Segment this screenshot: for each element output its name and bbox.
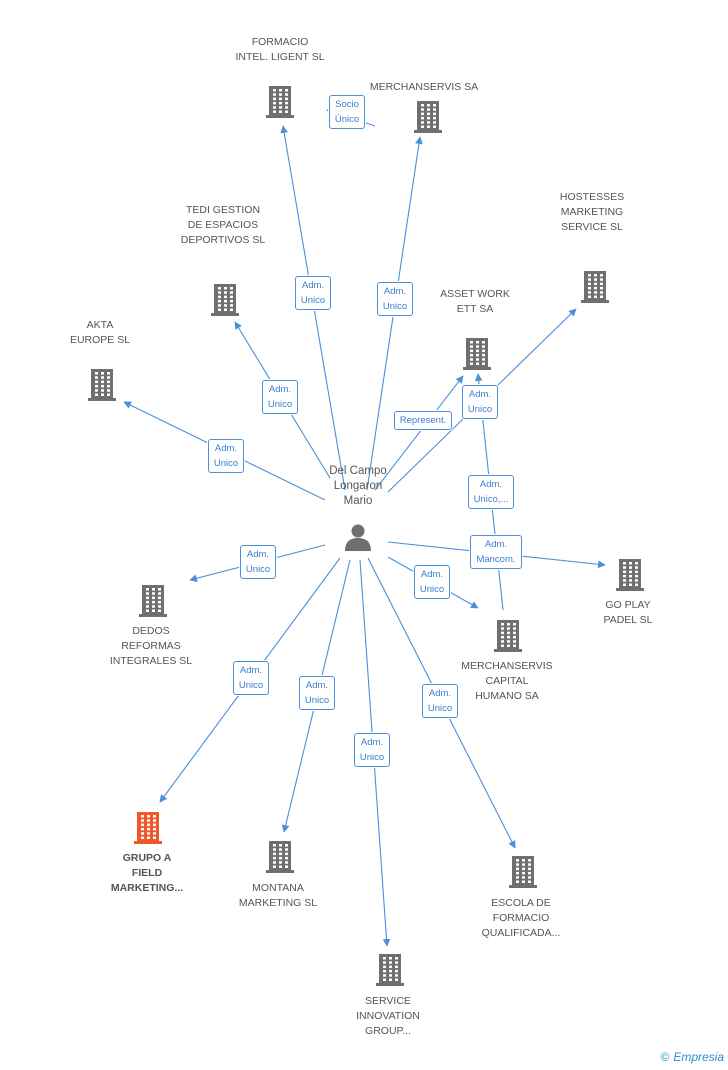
edge-label-asset[interactable]: Adm. Unico,...: [467, 475, 515, 509]
edge-label-goplay[interactable]: Adm. Mancom.: [470, 535, 522, 569]
edge-label-merchanservis[interactable]: Adm. Unico: [376, 282, 414, 316]
building-icon[interactable]: [210, 283, 240, 317]
node-label-asset[interactable]: ASSET WORK ETT SA: [440, 288, 510, 315]
building-icon[interactable]: [580, 270, 610, 304]
edge-label-escola[interactable]: Adm. Unico: [421, 684, 459, 718]
building-icon[interactable]: [493, 619, 523, 653]
edge-label-formacio[interactable]: Socio Único: [328, 95, 366, 129]
edge-label-asset[interactable]: Represent.: [393, 410, 453, 430]
node-label-grupo[interactable]: GRUPO A FIELD MARKETING...: [110, 852, 184, 894]
edge-label-montana[interactable]: Adm. Unico: [298, 676, 336, 710]
node-label-formacio[interactable]: FORMACIO INTEL. LIGENT SL: [235, 36, 325, 63]
building-icon[interactable]: [87, 368, 117, 402]
person-icon[interactable]: [343, 522, 373, 552]
node-label-dedos[interactable]: DEDOS REFORMAS INTEGRALES SL: [109, 625, 193, 667]
node-label-akta[interactable]: AKTA EUROPE SL: [69, 319, 131, 346]
center-person-name[interactable]: Del Campo Longaron Mario: [329, 465, 387, 507]
building-icon[interactable]: [375, 953, 405, 987]
building-icon[interactable]: [265, 840, 295, 874]
building-icon[interactable]: [133, 811, 163, 845]
edge-label-hostesses[interactable]: Adm. Unico: [461, 385, 499, 419]
edge-label-tedi[interactable]: Adm. Unico: [261, 380, 299, 414]
building-icon[interactable]: [615, 558, 645, 592]
building-icon[interactable]: [462, 337, 492, 371]
node-label-montana[interactable]: MONTANA MARKETING SL: [238, 882, 318, 909]
node-label-goplay[interactable]: GO PLAY PADEL SL: [603, 599, 653, 626]
brand-name: Empresia: [673, 1050, 724, 1064]
edge-label-akta[interactable]: Adm. Unico: [207, 439, 245, 473]
building-icon[interactable]: [265, 85, 295, 119]
edge-label-service[interactable]: Adm. Unico: [353, 733, 391, 767]
building-icon[interactable]: [138, 584, 168, 618]
edge-label-grupo[interactable]: Adm. Unico: [232, 661, 270, 695]
edge-label-formacio[interactable]: Adm. Unico: [294, 276, 332, 310]
node-label-hostesses[interactable]: HOSTESSES MARKETING SERVICE SL: [559, 191, 625, 233]
edge-label-mcapital[interactable]: Adm. Unico: [413, 565, 451, 599]
edge-label-dedos[interactable]: Adm. Unico: [239, 545, 277, 579]
node-label-merchanservis[interactable]: MERCHANSERVIS SA: [369, 81, 479, 93]
copyright-symbol: ©: [660, 1050, 670, 1064]
node-label-tedi[interactable]: TEDI GESTION DE ESPACIOS DEPORTIVOS SL: [180, 204, 266, 246]
building-icon[interactable]: [413, 100, 443, 134]
node-label-mcapital[interactable]: MERCHANSERVIS CAPITAL HUMANO SA: [461, 660, 553, 702]
node-label-service[interactable]: SERVICE INNOVATION GROUP...: [356, 995, 420, 1037]
node-label-escola[interactable]: ESCOLA DE FORMACIO QUALIFICADA...: [481, 897, 561, 939]
edge-center-asset: [374, 375, 464, 491]
building-icon[interactable]: [508, 855, 538, 889]
footer-brand[interactable]: ©Empresia: [660, 1050, 724, 1064]
